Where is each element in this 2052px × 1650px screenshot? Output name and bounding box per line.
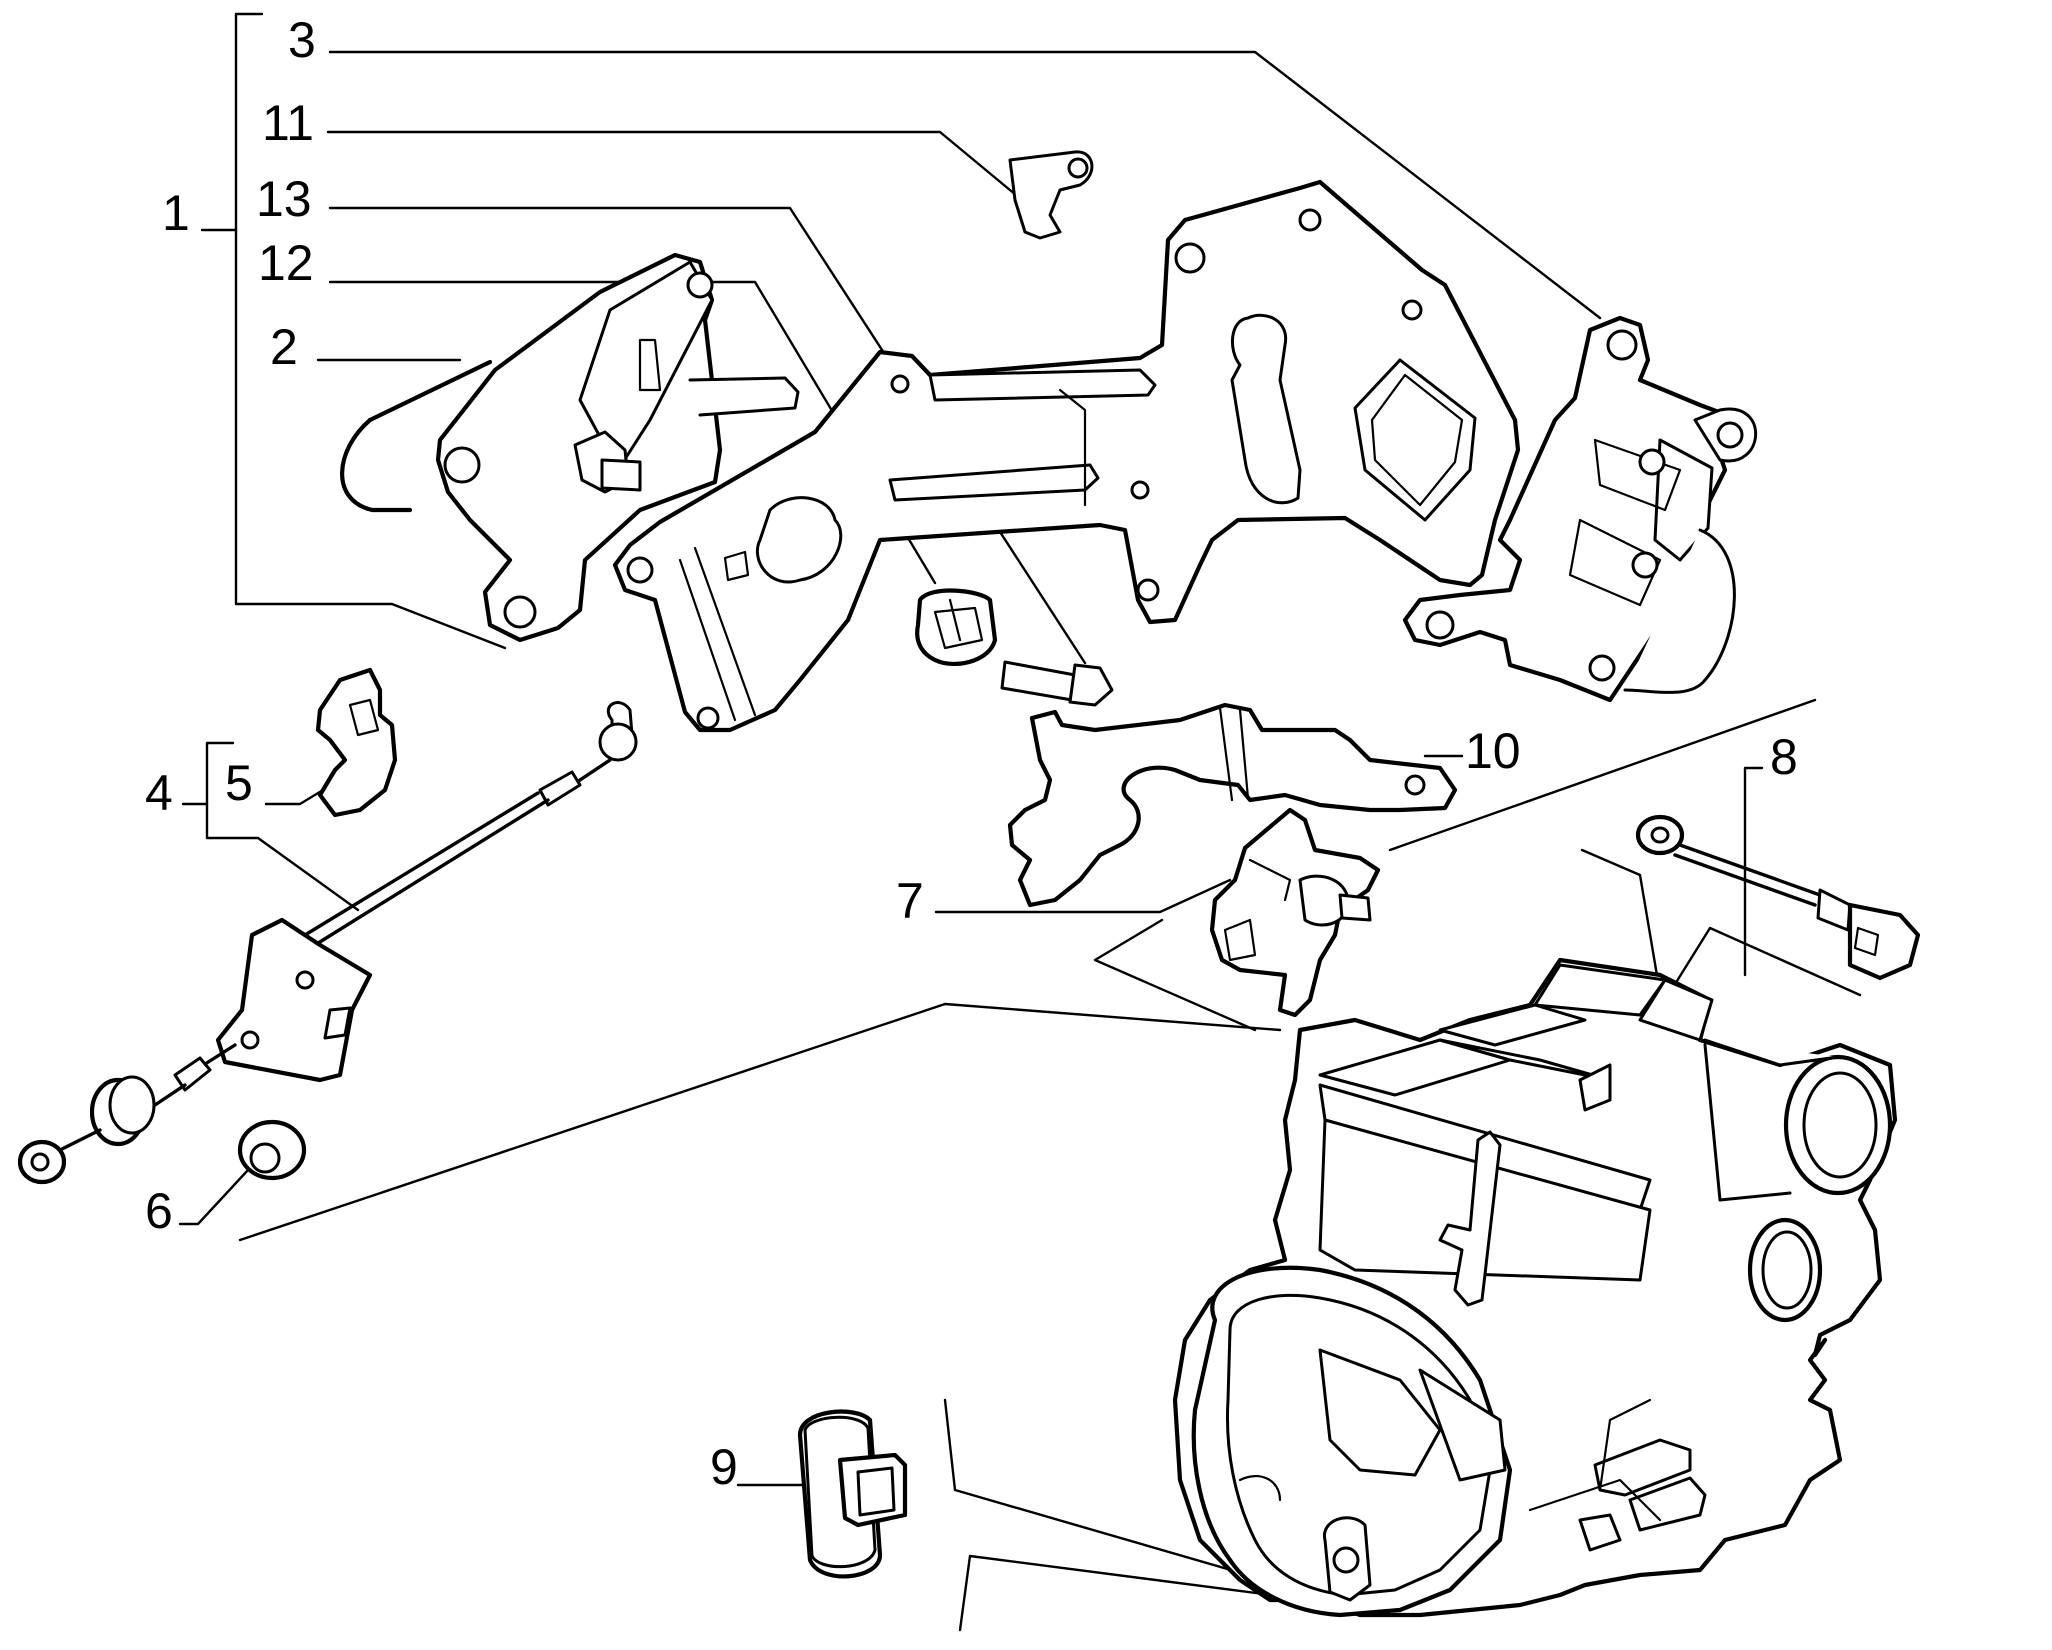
ref-line-9b [958,1554,1312,1632]
callout-3: 3 [288,12,316,68]
callout-8: 8 [1770,729,1798,785]
part-12-knob [915,588,998,667]
callout-4: 4 [145,765,173,821]
heater-box-assembly [1172,957,1898,1618]
ref-line-8 [1388,698,1817,852]
mounting-plate [612,179,1521,733]
callout-12: 12 [258,235,314,291]
part-3-actuator [1402,315,1758,703]
leader-3 [328,50,1602,320]
bracket-group-4 [205,741,360,912]
part-10-bracket [1007,702,1458,908]
callout-2: 2 [270,319,298,375]
callout-6: 6 [145,1183,173,1239]
callout-7: 7 [896,873,924,929]
ref-line-9a [943,1398,1302,1592]
part-5-clip [315,667,398,818]
callout-5: 5 [225,755,253,811]
leader-6 [178,1168,250,1226]
leader-lines [178,12,1862,1632]
ref-line-7 [1093,918,1257,1032]
part-8-sensor [1635,814,1921,981]
callout-1: 1 [162,185,190,241]
part-4-cable [17,701,638,1185]
ref-line-6 [238,1002,1282,1242]
part-2-actuator [340,252,800,643]
callout-13: 13 [256,171,312,227]
leader-7 [934,878,1232,914]
part-9-plug [797,1409,908,1579]
part-6-grommet [237,1119,307,1181]
callout-10: 10 [1465,723,1521,779]
callout-11: 11 [262,95,314,151]
leader-11 [326,130,1030,207]
part-7-valve [1209,807,1381,1018]
callout-9: 9 [710,1439,738,1495]
part-11-lever [1008,150,1094,240]
bracket-group-1 [234,12,507,650]
leader-8 [1743,766,1764,977]
part-13-screw [1000,660,1114,707]
callout-labels: 1 2 3 4 5 6 7 8 9 10 11 12 13 [145,12,1798,1495]
